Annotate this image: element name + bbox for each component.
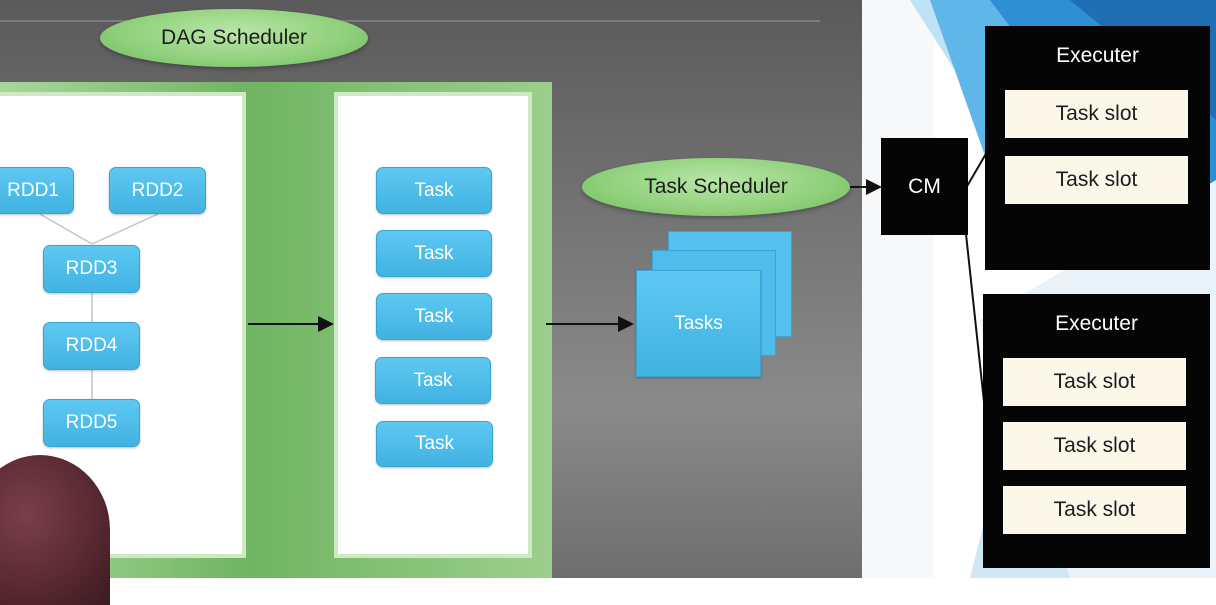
right-panel-background: [862, 0, 934, 578]
rdd2-box: RDD2: [109, 167, 206, 214]
executor-2-slot-3: Task slot: [1003, 486, 1186, 534]
cm-to-executor1-line: [965, 151, 988, 189]
executor-1-title: Executer: [1056, 44, 1139, 67]
dag-scheduler-ellipse: DAG Scheduler: [100, 9, 368, 67]
task-scheduler-ellipse: Task Scheduler: [582, 158, 850, 216]
cluster-manager-label: CM: [908, 174, 941, 198]
task-box-5: Task: [376, 421, 493, 467]
dag-scheduler-label: DAG Scheduler: [161, 26, 307, 49]
task-box-2: Task: [376, 230, 492, 277]
top-divider-line: [0, 20, 820, 22]
tasks-stack-front: Tasks: [636, 270, 761, 377]
executor-2-slot-2: Task slot: [1003, 422, 1186, 470]
executor-1-slot-1: Task slot: [1005, 90, 1188, 138]
task-box-4: Task: [375, 357, 491, 404]
rdd3-box: RDD3: [43, 245, 140, 293]
executor-box-1: Executer Task slot Task slot: [985, 26, 1210, 270]
rdd1-to-rdd3-line: [39, 213, 93, 245]
rdd2-to-rdd3-line: [91, 213, 159, 245]
executor-1-slot-2: Task slot: [1005, 156, 1188, 204]
tasks-stack-label: Tasks: [674, 312, 723, 334]
task-box-3: Task: [376, 293, 492, 340]
rdd5-box: RDD5: [43, 399, 140, 447]
task-box-1: Task: [376, 167, 492, 214]
cluster-manager-box: CM: [881, 138, 968, 235]
executor-2-title: Executer: [1055, 312, 1138, 335]
task-scheduler-label: Task Scheduler: [644, 175, 788, 198]
rdd1-box: RDD1: [0, 167, 74, 214]
rdd4-box: RDD4: [43, 322, 140, 370]
executor-2-slot-1: Task slot: [1003, 358, 1186, 406]
executor-box-2: Executer Task slot Task slot Task slot: [983, 294, 1210, 568]
